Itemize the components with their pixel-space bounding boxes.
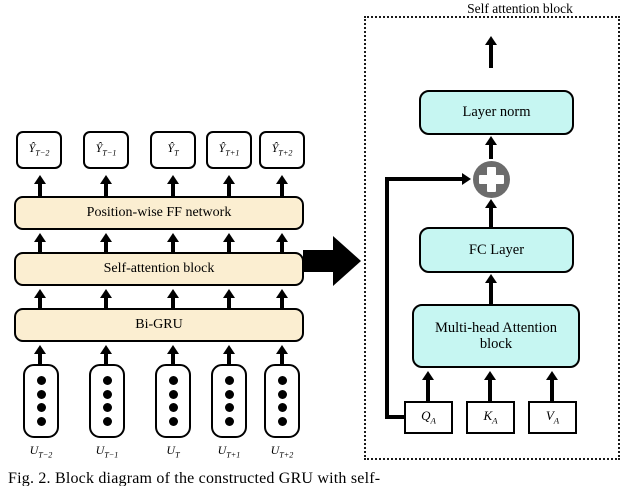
output-label-y-hat-t-plus-1: ŶT+1 <box>218 141 240 158</box>
residual-segment-horizontal-top <box>385 177 463 181</box>
input-dot <box>277 389 287 399</box>
arrow-selfattn-to-ff-4 <box>222 233 236 253</box>
input-dot <box>102 417 112 427</box>
arrow-ff-to-output-4 <box>222 175 236 196</box>
residual-segment-horizontal-bottom <box>385 415 406 419</box>
arrow-input-to-bigru-4 <box>222 345 236 365</box>
input-dot <box>224 389 234 399</box>
input-label-u-t: UT <box>166 443 180 460</box>
arrow-layernorm-output <box>484 36 498 68</box>
input-box-key-a: KA <box>466 401 515 434</box>
arrow-selfattn-to-ff-5 <box>275 233 289 253</box>
arrow-input-to-bigru-1 <box>33 345 47 365</box>
arrow-input-to-bigru-2 <box>99 345 113 365</box>
input-label-u-t-plus-2: UT+2 <box>270 443 294 460</box>
self-attention-block-container <box>364 16 620 460</box>
arrow-query-to-mha <box>421 371 435 401</box>
input-dot <box>277 375 287 385</box>
input-box-u-t-minus-2 <box>23 364 59 438</box>
arrow-add-to-layernorm <box>484 136 498 159</box>
arrow-value-to-mha <box>545 371 559 401</box>
arrow-bigru-to-selfattn-5 <box>275 289 289 310</box>
self-attention-block-title: Self attention block <box>467 1 573 16</box>
input-dot <box>224 417 234 427</box>
output-box-y-hat-t-plus-1: ŶT+1 <box>206 131 252 169</box>
expand-arrow-icon <box>303 234 363 288</box>
block-label-layer-norm: Layer norm <box>462 104 531 121</box>
output-box-y-hat-t-plus-2: ŶT+2 <box>259 131 305 169</box>
layer-self-attention-block: Self-attention block <box>14 252 304 286</box>
block-layer-norm: Layer norm <box>419 90 574 135</box>
layer-label-bi-gru: Bi-GRU <box>135 317 183 333</box>
block-label-multi-head-attention-line1: Multi-head Attention <box>434 319 558 336</box>
block-fc-layer: FC Layer <box>419 227 574 273</box>
input-box-value-a: VA <box>528 401 577 434</box>
input-dot <box>168 417 178 427</box>
input-dot <box>168 403 178 413</box>
input-dot <box>277 417 287 427</box>
input-dot <box>36 389 46 399</box>
arrow-fc-to-add <box>484 199 498 228</box>
add-residual-icon <box>473 161 510 198</box>
input-label-u-t-minus-2: UT−2 <box>29 443 53 460</box>
residual-segment-vertical <box>385 177 389 419</box>
input-box-u-t <box>155 364 191 438</box>
output-box-y-hat-t-minus-1: ŶT−1 <box>83 131 129 169</box>
arrow-input-to-bigru-3 <box>166 345 180 365</box>
input-dot <box>277 403 287 413</box>
output-box-y-hat-t: ŶT <box>150 131 196 169</box>
input-label-query-a: QA <box>421 407 436 426</box>
input-dot <box>102 403 112 413</box>
arrow-bigru-to-selfattn-4 <box>222 289 236 310</box>
arrow-ff-to-output-5 <box>275 175 289 196</box>
input-box-u-t-plus-1 <box>211 364 247 438</box>
arrow-selfattn-to-ff-3 <box>166 233 180 253</box>
output-label-y-hat-t-minus-2: ŶT−2 <box>28 141 50 158</box>
arrow-bigru-to-selfattn-3 <box>166 289 180 310</box>
output-label-y-hat-t-plus-2: ŶT+2 <box>271 141 293 158</box>
arrow-ff-to-output-1 <box>33 175 47 196</box>
input-box-u-t-minus-1 <box>89 364 125 438</box>
input-dot <box>36 375 46 385</box>
input-dot <box>102 375 112 385</box>
input-dot <box>224 403 234 413</box>
input-dot <box>102 389 112 399</box>
residual-arrowhead-icon <box>462 173 471 185</box>
arrow-input-to-bigru-5 <box>275 345 289 365</box>
arrow-selfattn-to-ff-1 <box>33 233 47 253</box>
input-dot <box>36 403 46 413</box>
arrow-selfattn-to-ff-2 <box>99 233 113 253</box>
arrow-bigru-to-selfattn-1 <box>33 289 47 310</box>
input-dot <box>168 389 178 399</box>
block-multi-head-attention: Multi-head Attention block <box>412 304 580 368</box>
layer-position-wise-ff-network: Position-wise FF network <box>14 196 304 230</box>
layer-label-position-wise-ff-network: Position-wise FF network <box>86 205 232 221</box>
plus-vertical-bar <box>487 167 496 192</box>
input-dot <box>36 417 46 427</box>
output-label-y-hat-t: ŶT <box>167 141 179 158</box>
input-label-key-a: KA <box>483 407 498 426</box>
block-label-fc-layer: FC Layer <box>468 241 525 258</box>
layer-bi-gru: Bi-GRU <box>14 308 304 342</box>
input-label-u-t-minus-1: UT−1 <box>95 443 119 460</box>
input-box-u-t-plus-2 <box>264 364 300 438</box>
input-box-query-a: QA <box>404 401 453 434</box>
output-label-y-hat-t-minus-1: ŶT−1 <box>95 141 117 158</box>
arrow-bigru-to-selfattn-2 <box>99 289 113 310</box>
input-dot <box>224 375 234 385</box>
input-label-value-a: VA <box>545 407 560 426</box>
arrow-ff-to-output-3 <box>166 175 180 196</box>
block-label-multi-head-attention-line2: block <box>479 336 513 352</box>
arrow-mha-to-fc <box>484 274 498 304</box>
layer-label-self-attention-block: Self-attention block <box>103 261 215 277</box>
arrow-ff-to-output-2 <box>99 175 113 196</box>
output-box-y-hat-t-minus-2: ŶT−2 <box>16 131 62 169</box>
input-dot <box>168 375 178 385</box>
arrow-key-to-mha <box>483 371 497 401</box>
input-label-u-t-plus-1: UT+1 <box>217 443 241 460</box>
figure-caption: Fig. 2. Block diagram of the constructed… <box>8 470 381 486</box>
